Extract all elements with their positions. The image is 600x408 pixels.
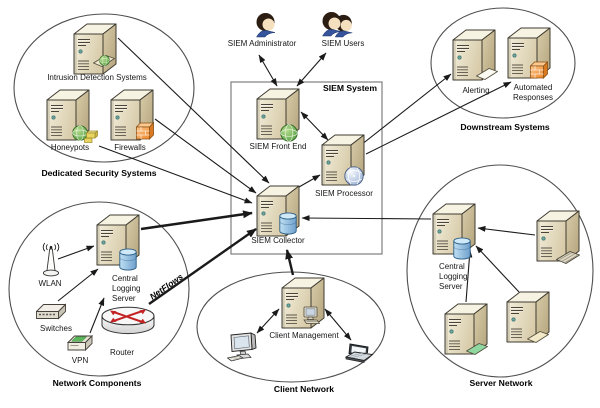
switch-icon xyxy=(36,303,66,320)
edge-switches-to-cls xyxy=(57,268,99,302)
group-client-network-boundary xyxy=(196,271,386,383)
group-dedicated-security-boundary xyxy=(13,13,195,163)
node-label: Intrusion Detection Systems xyxy=(47,73,147,82)
node-label: Honeypots xyxy=(51,143,89,152)
group-downstream-systems-boundary xyxy=(430,7,576,119)
node-siem-collector: SIEM Collector xyxy=(251,185,305,245)
edge-honeypots-to-collector xyxy=(98,145,253,204)
node-server-with-tan-card xyxy=(506,291,550,343)
edges: NetFlows xyxy=(57,37,536,341)
node-automated-responses: Automated Responses xyxy=(507,27,553,102)
node-router: Router xyxy=(101,306,155,357)
group-label-network-components: Network Components xyxy=(53,378,142,388)
node-label: SIEM Collector xyxy=(251,236,305,245)
node-wlan: WLAN xyxy=(38,242,62,288)
edge-admin-frontend xyxy=(258,54,278,87)
edge-network-cls-to-collector xyxy=(140,210,253,231)
globe-icon xyxy=(99,55,110,66)
group-label-client-network: Client Network xyxy=(274,384,334,394)
edge-wlan-to-cls xyxy=(57,245,95,260)
group-label-downstream-systems: Downstream Systems xyxy=(460,122,550,132)
database-icon xyxy=(119,248,137,271)
node-label: WLAN xyxy=(38,279,61,288)
node-client-management: Client Management xyxy=(269,277,339,340)
node-label: Responses xyxy=(513,93,553,102)
edge-processor-to-alerting xyxy=(360,73,452,146)
group-label-siem-system: SIEM System xyxy=(323,83,377,93)
node-server-central-logging-server: Central Logging Server xyxy=(432,203,476,291)
node-siem-processor: SIEM Processor xyxy=(315,134,373,198)
node-siem-front-end: SIEM Front End xyxy=(250,88,307,151)
group-label-server-network: Server Network xyxy=(469,378,532,388)
workstation-icon xyxy=(303,306,320,324)
node-label: SIEM Administrator xyxy=(228,39,297,48)
node-label: Firewalls xyxy=(114,143,146,152)
node-label: SIEM Front End xyxy=(250,142,307,151)
edge-router-to-collector-netflows xyxy=(148,228,257,305)
edge-server3-to-cls xyxy=(465,249,473,303)
group-label-dedicated-security: Dedicated Security Systems xyxy=(41,168,156,178)
node-label: VPN xyxy=(72,356,89,365)
node-label: Server xyxy=(439,282,463,291)
edge-server2-to-cls xyxy=(475,245,520,293)
node-label: SIEM Users xyxy=(322,39,365,48)
node-honeypots: Honeypots xyxy=(46,89,98,152)
node-label: Router xyxy=(110,348,134,357)
router-icon xyxy=(101,306,155,335)
node-label: Central xyxy=(112,274,138,283)
globe-icon xyxy=(280,124,298,142)
node-vpn: VPN xyxy=(67,335,93,365)
network-sphere-icon xyxy=(344,166,364,186)
node-server-with-green-card xyxy=(444,303,488,355)
edge-server-cls-to-collector xyxy=(301,215,432,222)
edge-firewalls-to-collector xyxy=(154,118,257,194)
node-siem-users: SIEM Users xyxy=(322,11,365,48)
edge-users-frontend xyxy=(296,52,327,87)
node-network-central-logging-server: Central Logging Server xyxy=(96,214,140,303)
node-label: Client Management xyxy=(269,331,339,340)
node-server-with-keyboard xyxy=(536,210,580,264)
group-network-components-boundary xyxy=(8,201,190,377)
node-label: Automated xyxy=(514,83,553,92)
edge-cm-desktop xyxy=(256,308,280,334)
node-switches: Switches xyxy=(36,303,72,333)
edge-client-management-to-collector xyxy=(285,249,295,276)
node-label: Central xyxy=(439,262,465,271)
edge-ids-to-collector xyxy=(117,37,270,184)
node-siem-administrator: SIEM Administrator xyxy=(228,12,297,48)
edge-cm-laptop xyxy=(324,308,352,341)
firewall-icon xyxy=(530,61,548,79)
node-label: Server xyxy=(112,294,136,303)
edge-frontend-processor xyxy=(300,111,329,141)
edge-vpn-to-cls xyxy=(89,297,105,334)
node-label: Logging xyxy=(439,272,467,281)
edge-processor-to-automated-responses xyxy=(365,81,512,155)
node-label: Alerting xyxy=(462,86,489,95)
node-label: SIEM Processor xyxy=(315,189,373,198)
database-icon xyxy=(453,237,471,260)
database-icon xyxy=(279,212,297,235)
node-firewalls: Firewalls xyxy=(110,89,154,152)
edge-server1-to-cls xyxy=(477,225,536,236)
group-server-network-boundary xyxy=(406,164,594,378)
server-tower-icon xyxy=(73,23,117,75)
node-alerting: Alerting xyxy=(452,29,498,95)
node-intrusion-detection-systems: Intrusion Detection Systems xyxy=(47,23,147,82)
node-label: Logging xyxy=(112,284,140,293)
firewall-icon xyxy=(136,122,154,140)
node-label: Switches xyxy=(40,324,72,333)
